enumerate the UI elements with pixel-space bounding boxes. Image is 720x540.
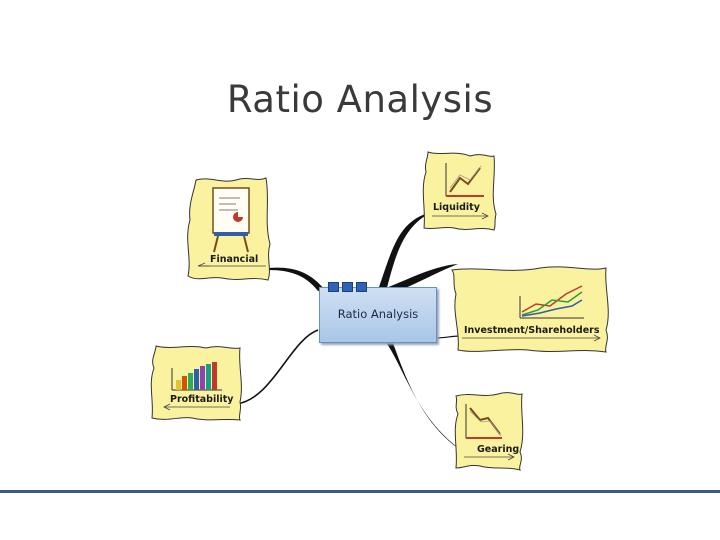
slide-title: Ratio Analysis: [226, 78, 494, 121]
footer-rule: [0, 490, 720, 493]
connector-profitability: [235, 329, 319, 405]
branch-liquidity[interactable]: [422, 151, 497, 231]
liquidity-card: [422, 151, 497, 231]
branch-investment[interactable]: [451, 266, 609, 353]
falling-line-chart-icon: [465, 404, 502, 439]
branch-label-liquidity: Liquidity: [433, 202, 480, 213]
central-node-label: Ratio Analysis: [337, 307, 419, 321]
branch-label-financial: Financial: [210, 254, 259, 265]
easel-chart-icon: [212, 187, 250, 253]
bar-chart-icon: [171, 362, 222, 391]
connector-investment: [380, 264, 458, 294]
gearing-card: [454, 392, 524, 471]
node-handle-right[interactable]: [356, 282, 367, 292]
connector-investment-underline: [435, 335, 461, 339]
central-node[interactable]: Ratio Analysis: [319, 282, 437, 343]
node-handle-left[interactable]: [328, 282, 339, 292]
branch-financial[interactable]: [187, 177, 271, 281]
branch-label-profitability: Profitability: [170, 394, 234, 405]
branch-label-gearing: Gearing: [477, 444, 520, 455]
branch-label-investment: Investment/Shareholders: [464, 325, 600, 336]
connector-liquidity: [378, 212, 432, 292]
multi-line-chart-icon: [519, 285, 584, 319]
investment-card: [451, 266, 609, 353]
node-handle-middle[interactable]: [342, 282, 353, 292]
connector-financial: [268, 267, 325, 291]
rising-line-chart-icon: [445, 163, 484, 197]
branch-profitability[interactable]: [150, 345, 242, 421]
branch-gearing[interactable]: [454, 392, 524, 471]
